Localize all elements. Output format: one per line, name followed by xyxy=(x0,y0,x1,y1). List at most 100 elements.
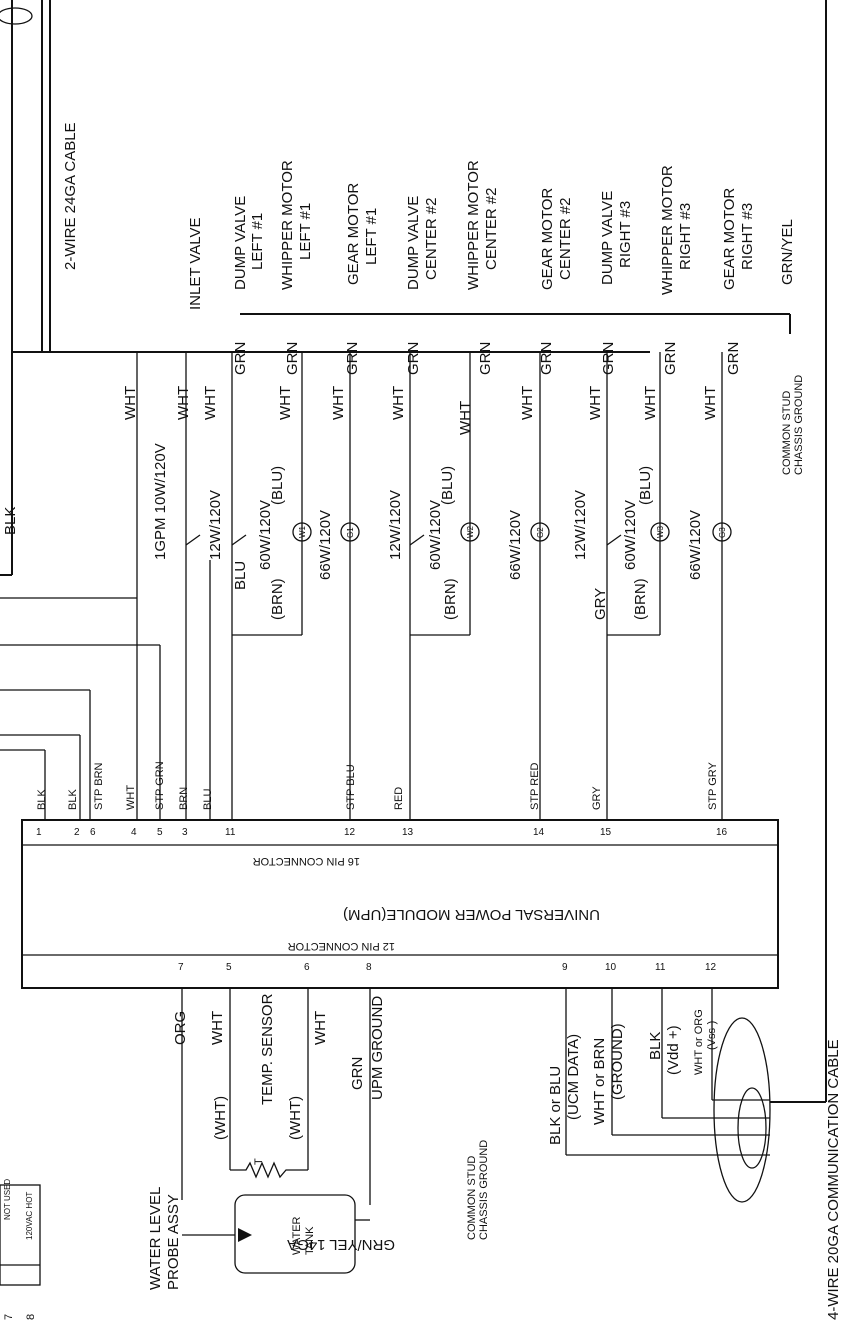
wht-row-9: WHT xyxy=(702,386,719,420)
wire-red: RED xyxy=(393,787,405,810)
pin16-16: 16 xyxy=(716,827,728,838)
pin16-13: 13 xyxy=(402,827,414,838)
pin16-6: 6 xyxy=(90,827,96,838)
load-dump-left-1: DUMP VALVE xyxy=(232,196,249,290)
load-inlet-valve: INLET VALVE xyxy=(187,217,204,310)
motor-g2: G2 xyxy=(536,527,545,538)
motor-w3: W3 xyxy=(656,525,665,538)
blk-main-label: BLK xyxy=(2,507,19,535)
comm-wht-brn: WHT or BRN xyxy=(591,1038,608,1125)
rating-brn-1: (BRN) xyxy=(269,578,286,620)
module-title: UNIVERSAL POWER MODULE(UPM) xyxy=(343,906,600,923)
gry-label: GRY xyxy=(592,588,609,620)
pin16-14: 14 xyxy=(533,827,545,838)
rating-blu-1: (BLU) xyxy=(269,466,286,505)
rating-gear-2: 66W/120V xyxy=(507,510,524,580)
ground-bottom-2: CHASSIS GROUND xyxy=(478,1140,490,1240)
wiring-lines xyxy=(0,0,827,1286)
rating-whip-3: 60W/120V xyxy=(622,500,639,570)
rating-valve-1: 12W/120V xyxy=(207,490,224,560)
load-whip-right-1: WHIPPER MOTOR xyxy=(659,165,676,295)
rating-valve-2: 12W/120V xyxy=(387,490,404,560)
connector12-label: 12 PIN CONNECTOR xyxy=(288,940,395,952)
t-mark: T xyxy=(253,1158,265,1165)
pin12-10: 10 xyxy=(605,962,617,973)
table-row-7-num: 7 xyxy=(3,1314,15,1320)
wire-stp-red: STP RED xyxy=(529,762,541,810)
rating-gear-1: 66W/120V xyxy=(317,510,334,580)
rating-brn-3: (BRN) xyxy=(632,578,649,620)
ground-top-1: COMMON STUD xyxy=(781,391,793,475)
pin12-12: 12 xyxy=(705,962,717,973)
load-dump-center-1: DUMP VALVE xyxy=(405,196,422,290)
wht-row-5: WHT xyxy=(457,401,474,435)
grn-row-2: GRN xyxy=(284,342,301,375)
comm-ucm-data: (UCM DATA) xyxy=(565,1034,582,1120)
table-row-7-val: NOT USED xyxy=(3,1179,12,1220)
ground-top-2: CHASSIS GROUND xyxy=(793,375,805,475)
wht-row-1: WHT xyxy=(202,386,219,420)
wire-stp-brn: STP BRN xyxy=(93,762,105,810)
grn-yel-14ga: GRN/YEL 14GA xyxy=(287,1236,395,1253)
load-gear-center-2: CENTER #2 xyxy=(557,197,574,280)
comm-blk-blu: BLK or BLU xyxy=(547,1066,564,1145)
comm-vss: (Vss-) xyxy=(706,1021,718,1050)
pin12-8: 8 xyxy=(366,962,372,973)
load-dump-right-1: DUMP VALVE xyxy=(599,191,616,285)
load-gear-left-1: GEAR MOTOR xyxy=(345,183,362,285)
comm-blk: BLK xyxy=(647,1032,664,1060)
grn-row-1: GRN xyxy=(232,342,249,375)
blu-label: BLU xyxy=(232,561,249,590)
wire-blk-2: BLK xyxy=(67,789,79,810)
wht-paren-1: (WHT) xyxy=(212,1096,229,1140)
ground-bottom-1: COMMON STUD xyxy=(466,1156,478,1240)
org-label: ORG xyxy=(172,1011,189,1045)
water-tank-1: WATER xyxy=(291,1216,303,1255)
rating-gear-3: 66W/120V xyxy=(687,510,704,580)
pin16-15: 15 xyxy=(600,827,612,838)
rating-whip-1: 60W/120V xyxy=(257,500,274,570)
labels: 2-WIRE 24GA CABLE BLK 1 2 6 4 5 3 11 12 … xyxy=(2,122,842,1320)
temp-sensor-label: TEMP. SENSOR xyxy=(259,993,276,1105)
pin16-11: 11 xyxy=(225,827,236,838)
water-level-2: PROBE ASSY xyxy=(165,1194,182,1290)
wht-row-8: WHT xyxy=(642,386,659,420)
wire-stp-grn: STP GRN xyxy=(154,761,166,810)
upm-ground-label: UPM GROUND xyxy=(369,996,386,1100)
pin16-3: 3 xyxy=(182,827,188,838)
load-gear-left-2: LEFT #1 xyxy=(363,208,380,265)
wht-row-2: WHT xyxy=(277,386,294,420)
pin16-12: 12 xyxy=(344,827,356,838)
grn-12: GRN xyxy=(349,1057,366,1090)
bottom-cable-label: 4-WIRE 20GA COMMUNICATION CABLE xyxy=(825,1039,842,1320)
wire-stp-gry: STP GRY xyxy=(707,761,719,810)
motor-w1: W1 xyxy=(298,525,307,538)
wire-gry: GRY xyxy=(591,786,603,810)
grn-row-3: GRN xyxy=(344,342,361,375)
wht-12-1: WHT xyxy=(209,1011,226,1045)
wire-stp-blu: STP BLU xyxy=(345,764,357,810)
comm-ground: (GROUND) xyxy=(609,1023,626,1100)
wht-main-label: WHT xyxy=(122,386,139,420)
wire-wht: WHT xyxy=(125,785,137,810)
pin12-7: 7 xyxy=(178,962,184,973)
wht-row-6: WHT xyxy=(519,386,536,420)
connector16-label: 16 PIN CONNECTOR xyxy=(253,855,360,867)
wht-paren-2: (WHT) xyxy=(287,1096,304,1140)
water-tank-2: TANK xyxy=(304,1226,316,1255)
rating-brn-2: (BRN) xyxy=(442,578,459,620)
load-gear-center-1: GEAR MOTOR xyxy=(539,188,556,290)
load-gear-right-2: RIGHT #3 xyxy=(739,203,756,270)
rating-inlet: 1GPM 10W/120V xyxy=(152,443,169,560)
wire-brn: BRN xyxy=(178,787,190,810)
load-whip-left-1: WHIPPER MOTOR xyxy=(279,160,296,290)
grn-row-5: GRN xyxy=(477,342,494,375)
pin12-11: 11 xyxy=(655,962,666,973)
wire-blu: BLU xyxy=(202,789,214,810)
pin16-1: 1 xyxy=(36,827,42,838)
wire-blk-1: BLK xyxy=(36,789,48,810)
grn-row-7: GRN xyxy=(600,342,617,375)
wht-row-4: WHT xyxy=(390,386,407,420)
rating-valve-3: 12W/120V xyxy=(572,490,589,560)
rating-whip-2: 60W/120V xyxy=(427,500,444,570)
